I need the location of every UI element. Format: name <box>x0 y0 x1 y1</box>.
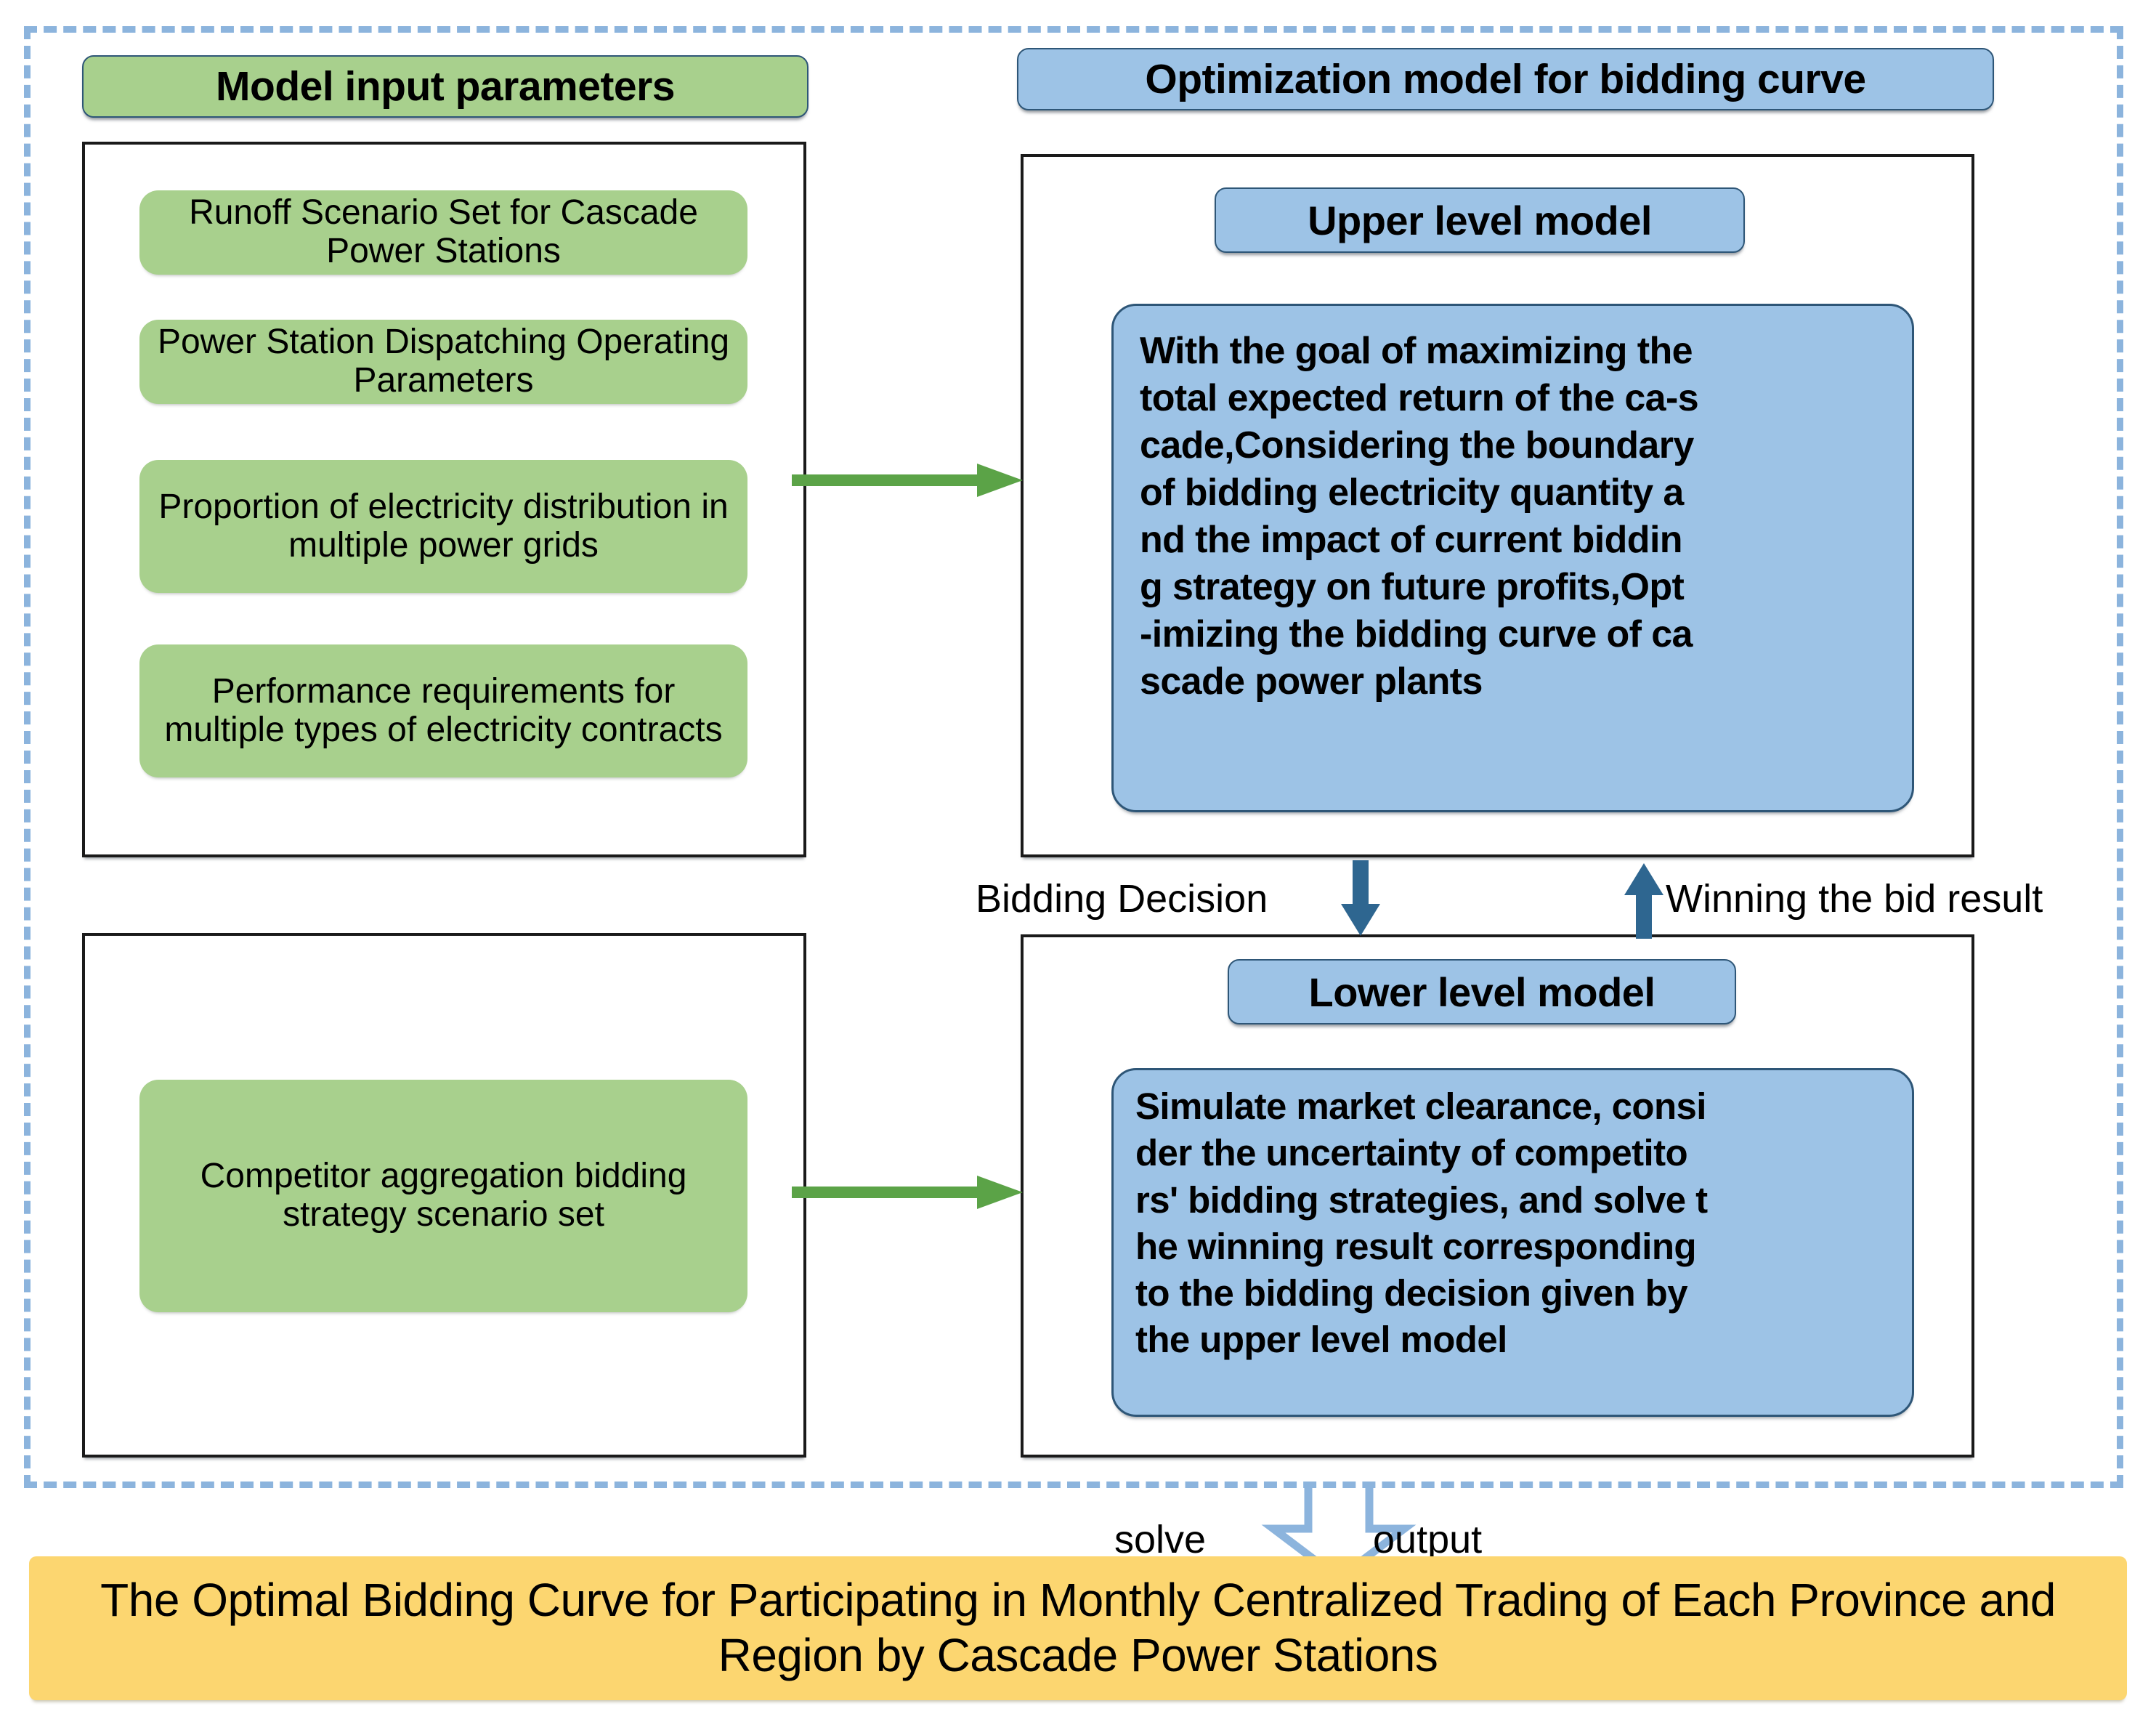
optimization-model-title: Optimization model for bidding curve <box>1017 48 1994 110</box>
lower-body-line: Simulate market clearance, consi <box>1135 1086 1706 1127</box>
input-chip-runoff-scenario-set: Runoff Scenario Set for Cascade Power St… <box>139 190 747 275</box>
flow-label-bidding-decision: Bidding Decision <box>976 877 1268 921</box>
lower-body-line: to the bidding decision given by <box>1135 1272 1688 1314</box>
upper-body-line: g strategy on future profits,Opt <box>1140 566 1685 608</box>
lower-level-model-body: Simulate market clearance, consi der the… <box>1111 1068 1914 1417</box>
upper-level-model-header: Upper level model <box>1215 187 1745 253</box>
dashed-frame-border <box>24 26 2123 1488</box>
upper-body-line: cade,Considering the boundary <box>1140 424 1694 466</box>
lower-body-line: he winning result corresponding <box>1135 1225 1697 1267</box>
upper-body-line: scade power plants <box>1140 660 1483 703</box>
lower-body-line: der the uncertainty of competito <box>1135 1132 1688 1174</box>
input-chip-competitor-aggregation-scenario-set: Competitor aggregation bidding strategy … <box>139 1080 747 1312</box>
upper-body-line: total expected return of the ca-s <box>1140 377 1699 419</box>
input-chip-dispatch-operating-parameters: Power Station Dispatching Operating Para… <box>139 320 747 404</box>
block-arrow-label-solve: solve <box>1114 1518 1207 1561</box>
navy-arrow-up-winning-bid-result <box>1624 863 1663 939</box>
green-arrow-competitor-to-lower-model <box>792 1176 1023 1209</box>
upper-body-line: of bidding electricity quantity a <box>1140 472 1684 514</box>
lower-body-line: rs' bidding strategies, and solve t <box>1135 1179 1708 1221</box>
navy-arrow-down-bidding-decision <box>1341 860 1380 936</box>
upper-body-line: nd the impact of current biddin <box>1140 519 1683 561</box>
upper-body-line: -imizing the bidding curve of ca <box>1140 613 1693 655</box>
block-arrow-label-output: output <box>1373 1518 1483 1561</box>
input-chip-contract-performance-requirements: Performance requirements for multiple ty… <box>139 644 747 777</box>
flow-label-winning-bid-result: Winning the bid result <box>1666 877 2043 921</box>
input-chip-electricity-distribution-proportion: Proportion of electricity distribution i… <box>139 460 747 593</box>
upper-level-model-body: With the goal of maximizing the total ex… <box>1111 304 1914 812</box>
green-arrow-inputs-to-upper-model <box>792 464 1023 497</box>
model-input-parameters-title: Model input parameters <box>82 55 808 118</box>
upper-body-line: With the goal of maximizing the <box>1140 330 1693 372</box>
lower-body-line: the upper level model <box>1135 1319 1507 1361</box>
optimal-bidding-curve-banner: The Optimal Bidding Curve for Participat… <box>29 1556 2127 1700</box>
lower-level-model-header: Lower level model <box>1228 959 1736 1024</box>
